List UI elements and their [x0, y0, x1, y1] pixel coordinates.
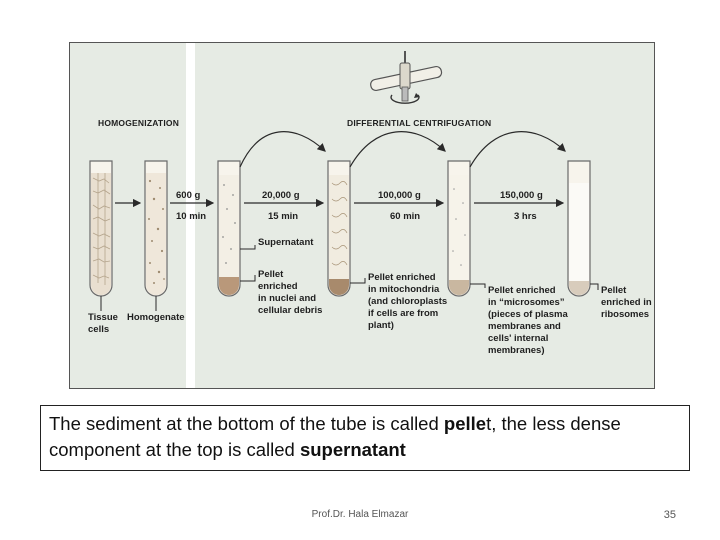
tube-after-first-spin	[217, 160, 241, 297]
pellet3-label-line6: membranes)	[488, 345, 545, 356]
spin-1-time: 10 min	[176, 211, 206, 222]
pellet4-label-line3: ribosomes	[601, 309, 649, 320]
differential-centrifugation-header: DIFFERENTIAL CENTRIFUGATION	[347, 118, 491, 128]
spin-3-force: 100,000 g	[378, 190, 421, 201]
pellet4-label-line2: enriched in	[601, 297, 652, 308]
pellet2-label-line3: (and chloroplasts	[368, 296, 447, 307]
tissue-cells-tube	[89, 160, 113, 297]
transfer-arrow-3	[469, 131, 566, 168]
transfer-arrow-2	[349, 131, 446, 168]
spin-1-force: 600 g	[176, 190, 200, 201]
footer-author: Prof.Dr. Hala Elmazar	[311, 509, 409, 520]
tissue-cells-label-line2: cells	[88, 324, 109, 335]
section-divider	[186, 43, 195, 388]
spin-4-time: 3 hrs	[514, 211, 537, 222]
pellet1-label-line2: enriched	[258, 281, 298, 292]
homogenate-label: Homogenate	[127, 312, 185, 323]
spin-2-time: 15 min	[268, 211, 298, 222]
homogenization-header: HOMOGENIZATION	[98, 118, 179, 128]
homogenate-tube	[144, 160, 168, 297]
pellet3-label-line2: in “microsomes”	[488, 297, 565, 308]
pellet3-label-line1: Pellet enriched	[488, 285, 556, 296]
caption-text-2: t, the less dense component at the top i…	[49, 413, 621, 460]
pellet3-label-line4: membranes and	[488, 321, 561, 332]
tube-after-third-spin	[447, 160, 471, 297]
caption-box: The sediment at the bottom of the tube i…	[40, 405, 690, 471]
caption-term-supernatant: supernatant	[299, 439, 406, 460]
pellet2-label-line5: plant)	[368, 320, 394, 331]
caption-text-1: The sediment at the bottom of the tube i…	[49, 413, 444, 434]
pellet1-label-line4: cellular debris	[258, 305, 322, 316]
tube-after-fourth-spin	[567, 160, 591, 297]
spin-3-time: 60 min	[390, 211, 420, 222]
spin-4-force: 150,000 g	[500, 190, 543, 201]
supernatant-label: Supernatant	[258, 237, 314, 248]
caption-term-pellet: pelle	[443, 413, 487, 434]
pellet1-label-line3: in nuclei and	[258, 293, 316, 304]
tissue-cells-label-line1: Tissue	[88, 312, 118, 323]
pellet3-label-line5: cells' internal	[488, 333, 548, 344]
spin-2-force: 20,000 g	[262, 190, 300, 201]
pellet3-label-line3: (pieces of plasma	[488, 309, 568, 320]
centrifuge-rotor-icon	[370, 51, 443, 104]
centrifugation-figure: HOMOGENIZATION DIFFERENTIAL CENTRIFUGATI…	[69, 42, 655, 389]
pellet2-label-line4: if cells are from	[368, 308, 438, 319]
page-number: 35	[663, 509, 676, 521]
tube-after-second-spin	[327, 160, 351, 297]
transfer-arrow-1	[239, 131, 326, 168]
pellet1-label-line1: Pellet	[258, 269, 284, 280]
pellet2-label-line1: Pellet enriched	[368, 272, 436, 283]
pellet2-label-line2: in mitochondria	[368, 284, 440, 295]
pellet4-label-line1: Pellet	[601, 285, 627, 296]
